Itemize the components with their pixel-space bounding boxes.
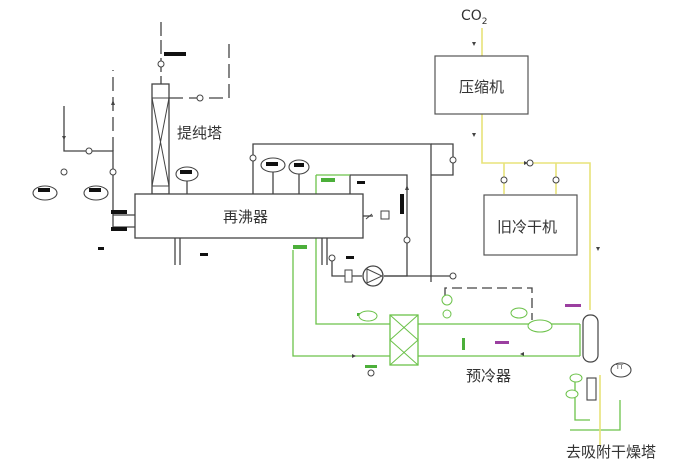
refrigerant-lines bbox=[292, 174, 621, 431]
compressor-box bbox=[434, 55, 529, 115]
strainer-icon bbox=[344, 269, 353, 283]
reboiler-vessel bbox=[134, 193, 364, 239]
co2-inlet-label: CO2 bbox=[461, 8, 488, 27]
tag-blocks bbox=[38, 52, 404, 259]
old-dryer-box bbox=[483, 194, 578, 256]
precooler-exchanger bbox=[389, 314, 419, 366]
filter-vessel bbox=[586, 377, 597, 401]
old-dryer-label: 旧冷干机 bbox=[497, 218, 558, 236]
separator-vessel bbox=[582, 314, 599, 363]
destination-label: 去吸附干燥塔 bbox=[566, 443, 657, 461]
co2-lines bbox=[481, 28, 601, 445]
tt-label: TT bbox=[616, 364, 624, 371]
flow-arrows bbox=[62, 42, 600, 358]
sample-point-icon bbox=[380, 210, 390, 220]
precooler-label: 预冷器 bbox=[466, 367, 512, 385]
co2-text: CO bbox=[461, 8, 482, 24]
green-instruments bbox=[358, 294, 583, 399]
reboiler-label: 再沸器 bbox=[223, 208, 269, 226]
relief-valve-icon bbox=[365, 213, 373, 220]
purple-tags bbox=[495, 304, 581, 344]
temperature-transmitter bbox=[610, 362, 632, 378]
valves bbox=[60, 60, 560, 377]
process-lines bbox=[63, 22, 533, 320]
co2-subscript: 2 bbox=[481, 16, 488, 27]
purification-tower-label: 提纯塔 bbox=[177, 124, 223, 142]
compressor-label: 压缩机 bbox=[459, 78, 505, 96]
pump-icon bbox=[362, 265, 384, 287]
purification-tower bbox=[151, 83, 170, 195]
